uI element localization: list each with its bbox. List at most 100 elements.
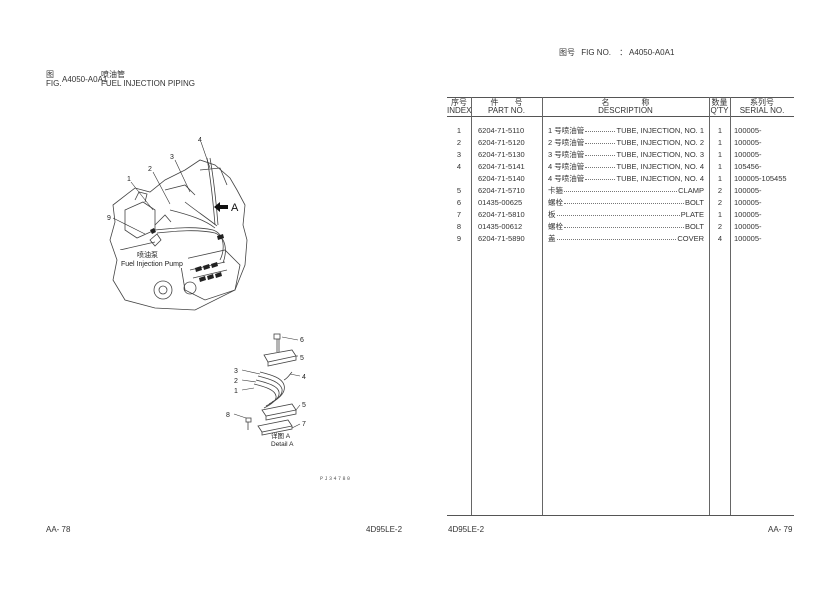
row-index: 7	[456, 210, 462, 219]
row-description: 盖 COVER	[548, 233, 704, 245]
header-qty-en: Q'TY	[710, 106, 729, 115]
row-description-cn: 螺栓	[548, 222, 563, 231]
row-description-cn: 卡箍	[548, 186, 563, 195]
fig-code: A4050-A0A1	[62, 75, 108, 84]
leader-dots	[585, 137, 616, 144]
detail-label-en: Detail A	[271, 441, 294, 448]
row-qty: 1	[717, 150, 723, 159]
leader-dots	[556, 209, 680, 216]
fig-no-sep: ：	[619, 48, 628, 57]
callout-1: 1	[127, 176, 131, 183]
row-index: 3	[456, 150, 462, 159]
fig-label-en: FIG.	[46, 79, 62, 88]
leader-dots	[564, 197, 684, 204]
fig-label-cn: 图	[46, 70, 54, 79]
leader-dots	[585, 173, 616, 180]
header-serial-en: SERIAL NO.	[739, 106, 785, 115]
row-description-en: TUBE, INJECTION, NO. 3	[616, 150, 704, 159]
header-part-no: 件 号 PART NO.	[471, 99, 542, 115]
callout-9: 9	[107, 215, 111, 222]
row-part-no: 6204-71-5110	[478, 126, 525, 135]
header-qty-cn: 数量	[711, 98, 728, 107]
row-serial: 100005-	[734, 210, 762, 219]
detail-label-cn: 详图 A	[271, 431, 291, 440]
row-index: 6	[456, 198, 462, 207]
detail-callout-5-top: 5	[300, 355, 304, 362]
column-divider	[730, 97, 731, 515]
row-serial: 100005-	[734, 234, 762, 243]
row-qty: 2	[717, 198, 723, 207]
pump-label-en: Fuel Injection Pump	[121, 261, 183, 268]
row-serial: 100005-	[734, 126, 762, 135]
header-index-en: INDEX	[447, 106, 472, 115]
row-index: 9	[456, 234, 462, 243]
row-qty: 1	[717, 138, 723, 147]
parts-table: 序号 INDEX 件 号 PART NO. 名 称 DESCRIPTION 数量…	[447, 97, 794, 516]
row-serial: 100005-	[734, 222, 762, 231]
detail-callout-6: 6	[300, 337, 304, 344]
row-qty: 2	[717, 186, 723, 195]
row-qty: 1	[717, 126, 723, 135]
table-row: 1 6204-71-5110 1 号喷油管 TUBE, INJECTION, NO. …	[447, 125, 794, 137]
row-index: 2	[456, 138, 462, 147]
row-qty: 1	[717, 162, 723, 171]
row-description-en: TUBE, INJECTION, NO. 1	[616, 126, 704, 135]
row-description-cn: 螺栓	[548, 198, 563, 207]
table-row: 2 6204-71-5120 2 号喷油管 TUBE, INJECTION, NO. …	[447, 137, 794, 149]
row-description-en: TUBE, INJECTION, NO. 4	[616, 174, 704, 183]
footer-right-page-number: AA- 79	[768, 525, 793, 534]
row-serial: 100005-	[734, 138, 762, 147]
leader-dots	[564, 185, 678, 192]
row-description: 螺栓 BOLT	[548, 197, 704, 209]
footer-left-model: 4D95LE-2	[366, 525, 403, 534]
table-header-rule	[447, 116, 794, 117]
leader-dots	[556, 233, 677, 240]
row-description-en: PLATE	[680, 210, 704, 219]
row-index: 5	[456, 186, 462, 195]
row-description: 3 号喷油管 TUBE, INJECTION, NO. 3	[548, 149, 704, 161]
header-serial: 系列号 SERIAL NO.	[730, 99, 794, 115]
row-part-no: 6204-71-5120	[478, 138, 525, 147]
row-qty: 2	[717, 222, 723, 231]
row-description-cn: 4 号喷油管	[548, 162, 585, 171]
row-part-no: 01435-00625	[478, 198, 523, 207]
drawing-code: PJ34780	[320, 476, 352, 482]
column-divider	[709, 97, 710, 515]
header-part-no-en: PART NO.	[488, 106, 525, 115]
row-description-cn: 盖	[548, 234, 556, 243]
row-part-no: 6204-71-5810	[478, 210, 525, 219]
engine-diagram: 1 2 3 4 9 A 喷油泵 Fuel Injection Pump	[107, 137, 248, 311]
leader-dots	[585, 125, 616, 132]
header-description: 名 称 DESCRIPTION	[542, 99, 709, 115]
leader-dots	[585, 161, 616, 168]
view-marker: A	[231, 202, 239, 214]
row-description-cn: 3 号喷油管	[548, 150, 585, 159]
detail-a-diagram: 6 5 3 4 2 1 5 8 7 详图 A Detail A	[226, 333, 306, 448]
detail-callout-3: 3	[234, 368, 238, 375]
table-bottom-rule	[447, 515, 794, 516]
row-description-en: COVER	[677, 234, 704, 243]
callout-2: 2	[148, 166, 152, 173]
fig-no-value: A4050-A0A1	[629, 48, 675, 57]
row-part-no: 6204-71-5130	[478, 150, 525, 159]
view-arrow-icon	[214, 202, 228, 212]
leader-dots	[585, 149, 616, 156]
row-description-cn: 1 号喷油管	[548, 126, 585, 135]
fig-label: 图 FIG.	[46, 70, 62, 88]
row-index: 8	[456, 222, 462, 231]
row-description-en: TUBE, INJECTION, NO. 2	[616, 138, 704, 147]
row-description-cn: 2 号喷油管	[548, 138, 585, 147]
row-description-en: BOLT	[684, 198, 704, 207]
row-serial: 100005-105455	[734, 174, 787, 183]
fig-no-en: FIG NO.	[581, 48, 612, 57]
row-part-no: 6204-71-5141	[478, 162, 525, 171]
footer-left-page-number: AA- 78	[46, 525, 71, 534]
detail-callout-7: 7	[302, 421, 306, 428]
column-divider	[471, 97, 472, 515]
